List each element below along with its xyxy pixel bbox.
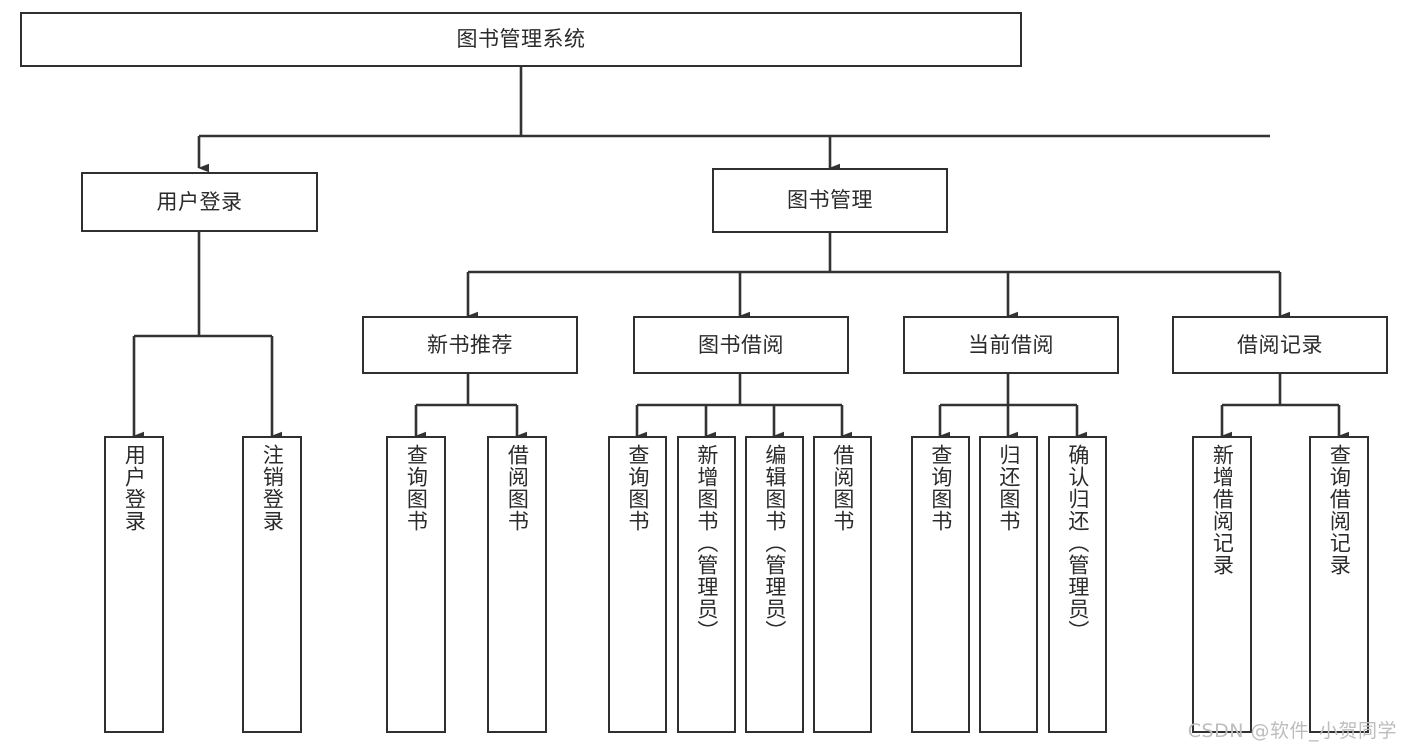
node-label: 用户登录 (156, 189, 243, 214)
node-label: 新增借阅记录 (1210, 444, 1235, 576)
node-leaf-confirm-return-admin[interactable]: 确认归还（管理员） (1048, 436, 1107, 733)
node-leaf-return-book[interactable]: 归还图书 (979, 436, 1038, 733)
node-root-book-management-system[interactable]: 图书管理系统 (20, 12, 1022, 67)
node-leaf-query-borrow-record[interactable]: 查询借阅记录 (1309, 436, 1369, 733)
node-leaf-user-login[interactable]: 用户登录 (104, 436, 164, 733)
node-label: 借阅图书 (830, 444, 855, 532)
node-label: 新增图书（管理员） (694, 444, 719, 642)
node-leaf-add-book-admin[interactable]: 新增图书（管理员） (677, 436, 736, 733)
node-current-borrow[interactable]: 当前借阅 (903, 316, 1119, 374)
node-label: 查询借阅记录 (1327, 444, 1352, 576)
node-label: 确认归还（管理员） (1065, 444, 1090, 642)
node-book-borrow[interactable]: 图书借阅 (633, 316, 849, 374)
node-label: 图书借阅 (698, 332, 784, 357)
node-label: 查询图书 (928, 444, 953, 532)
node-new-book-recommend[interactable]: 新书推荐 (362, 316, 578, 374)
node-borrow-record[interactable]: 借阅记录 (1172, 316, 1388, 374)
node-label: 新书推荐 (427, 332, 513, 357)
node-leaf-borrow-book-recommend[interactable]: 借阅图书 (487, 436, 547, 733)
node-label: 借阅图书 (505, 444, 530, 532)
node-label: 归还图书 (996, 444, 1021, 532)
node-book-management[interactable]: 图书管理 (712, 168, 948, 233)
node-leaf-query-book-borrow[interactable]: 查询图书 (608, 436, 667, 733)
node-label: 查询图书 (625, 444, 650, 532)
node-user-login[interactable]: 用户登录 (81, 172, 318, 232)
node-label: 查询图书 (404, 444, 429, 532)
node-leaf-edit-book-admin[interactable]: 编辑图书（管理员） (745, 436, 804, 733)
node-leaf-add-borrow-record[interactable]: 新增借阅记录 (1192, 436, 1252, 733)
node-leaf-logout[interactable]: 注销登录 (242, 436, 302, 733)
node-label: 编辑图书（管理员） (762, 444, 787, 642)
node-leaf-borrow-book[interactable]: 借阅图书 (813, 436, 872, 733)
csdn-watermark: CSDN @软件_小贺同学 (1187, 720, 1397, 742)
node-label: 用户登录 (122, 444, 147, 532)
node-label: 当前借阅 (968, 332, 1054, 357)
node-leaf-query-book-recommend[interactable]: 查询图书 (386, 436, 446, 733)
node-label: 借阅记录 (1237, 332, 1323, 357)
node-label: 图书管理 (787, 188, 873, 213)
node-label: 图书管理系统 (456, 27, 586, 52)
node-label: 注销登录 (260, 444, 285, 532)
node-leaf-query-book-current[interactable]: 查询图书 (911, 436, 970, 733)
